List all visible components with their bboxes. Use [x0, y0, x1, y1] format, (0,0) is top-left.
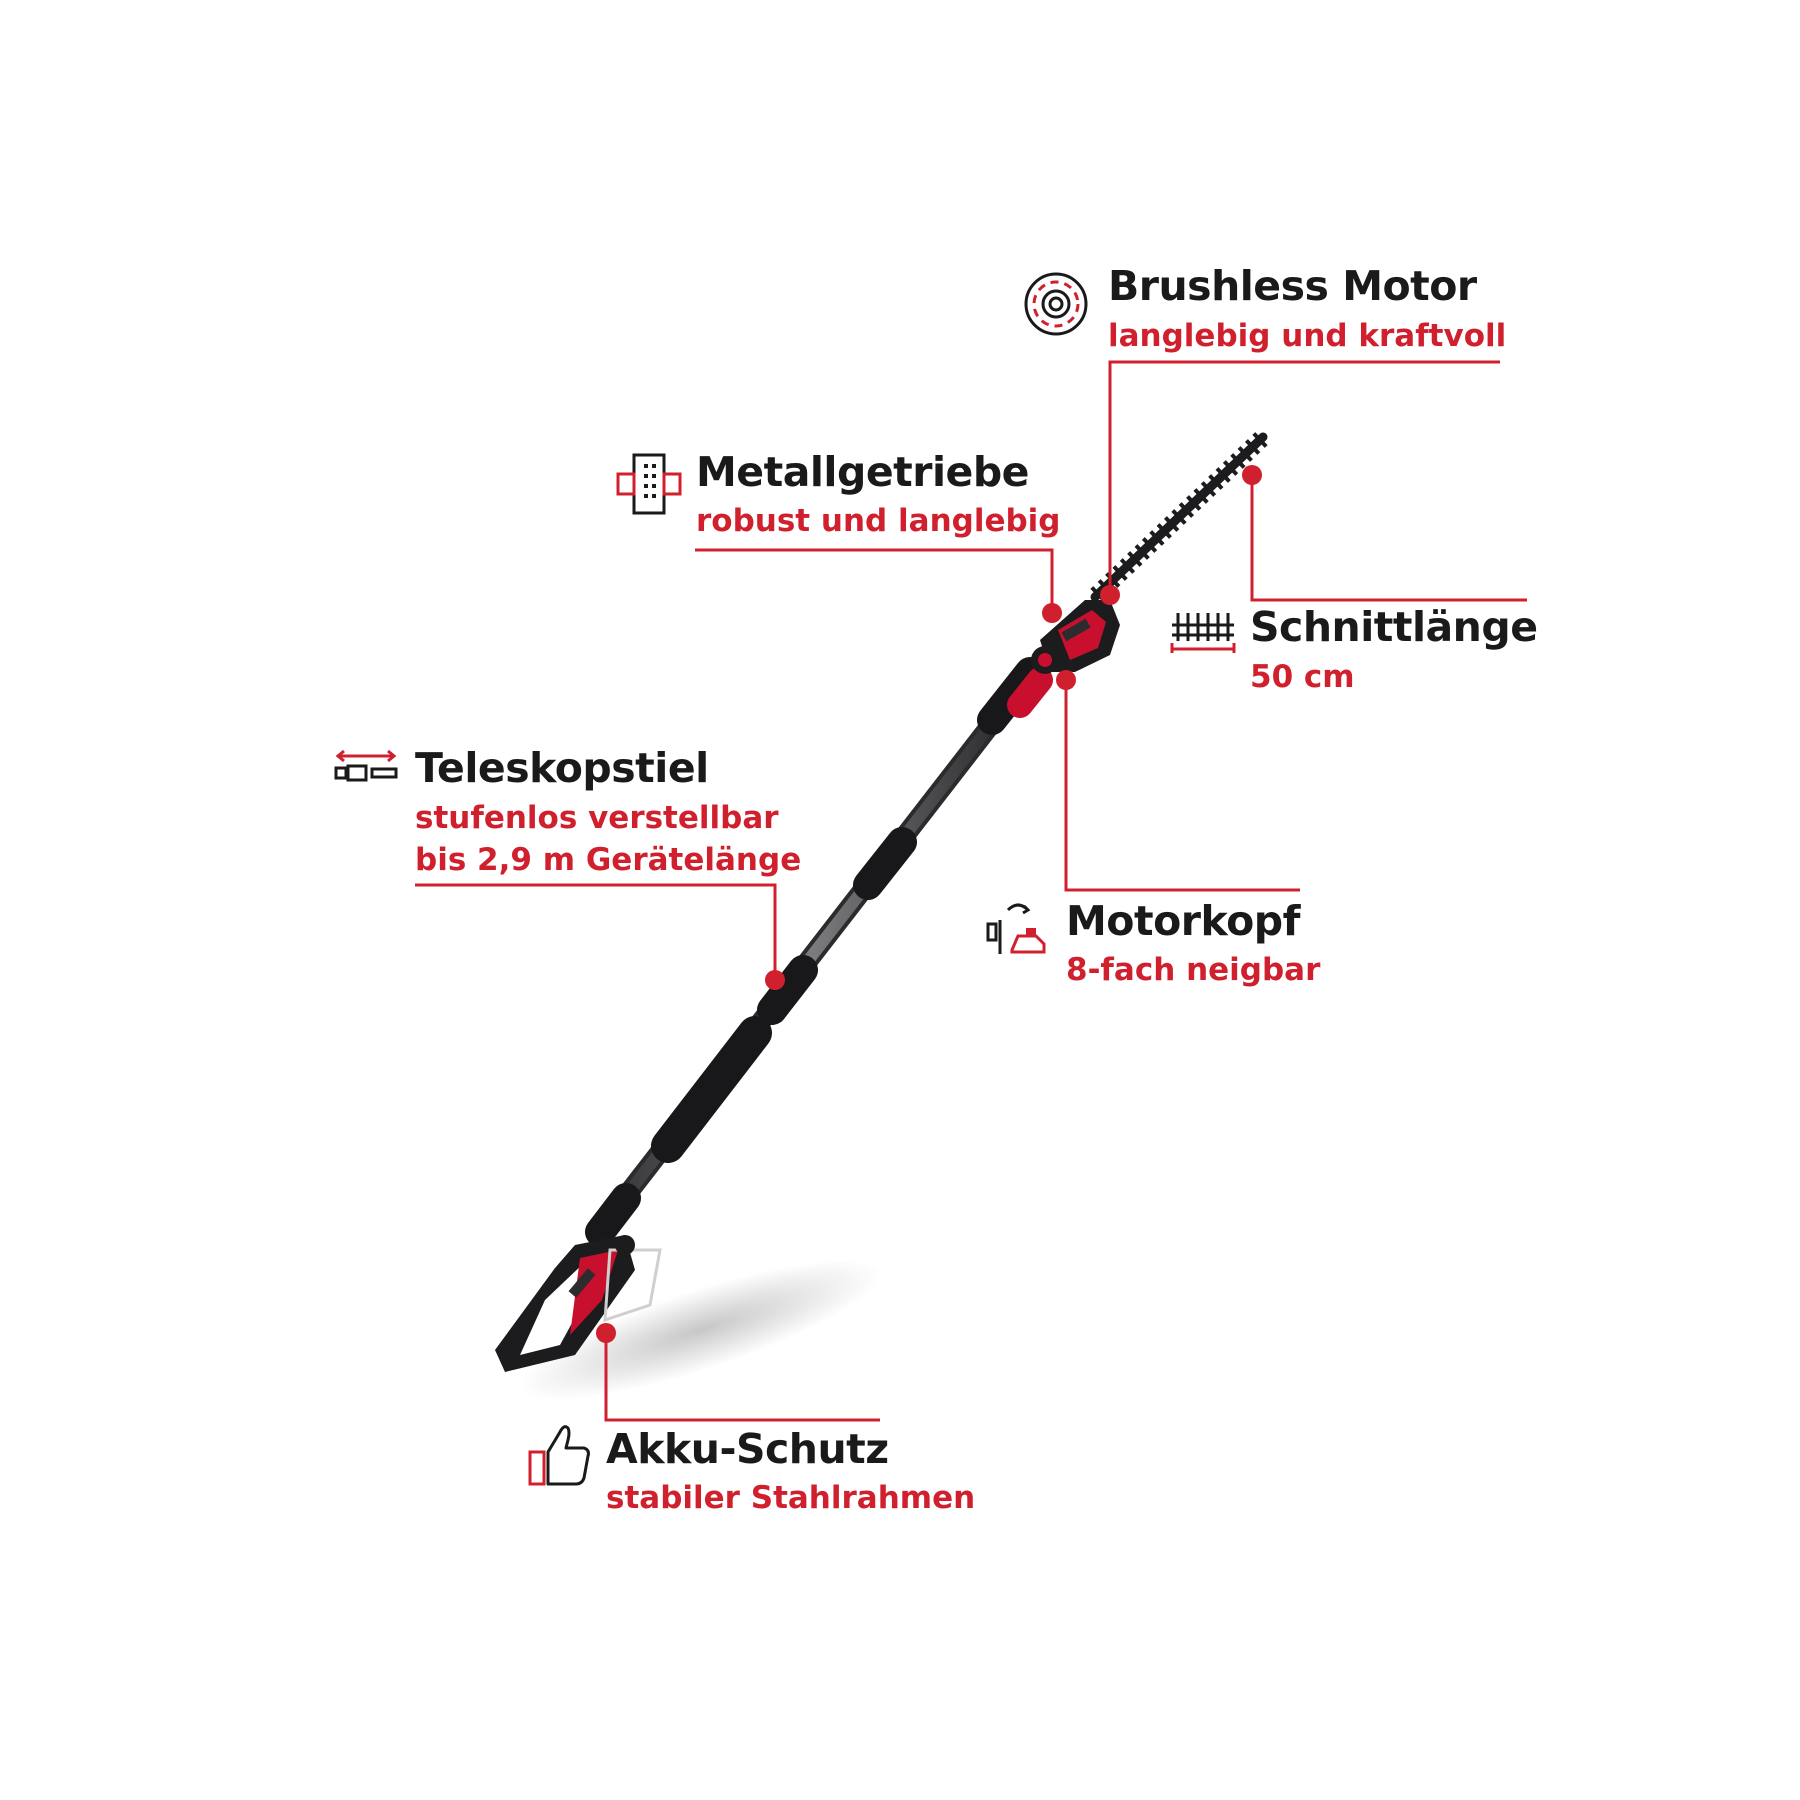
blade-tooth: [1171, 509, 1187, 525]
blade-tooth: [1149, 530, 1165, 546]
leader-teleskop: [415, 883, 777, 980]
blade-tooth: [1237, 446, 1253, 462]
thumbs-up-icon: [528, 1425, 590, 1486]
leader-brushless: [1108, 360, 1500, 595]
brushless-motor-icon: [1024, 272, 1088, 336]
blade-tooth: [1112, 565, 1128, 581]
leader-schnitt: [1250, 475, 1527, 602]
blade-tooth: [1230, 453, 1246, 469]
leader-akku: [604, 1333, 880, 1422]
blade-tooth: [1215, 467, 1231, 483]
teleskop-subtitle-2: bis 2,9 m Gerätelänge: [415, 842, 802, 878]
blade-tooth: [1193, 488, 1209, 504]
blade-length-icon: [1170, 613, 1236, 653]
blade-tooth: [1134, 544, 1150, 560]
blade-tooth: [1119, 558, 1136, 574]
leader-lines: [415, 360, 1527, 1422]
motor-head: [1031, 600, 1120, 674]
akku-title: Akku-Schutz: [606, 1425, 889, 1473]
teleskop-title: Teleskopstiel: [415, 744, 709, 792]
blade-tooth: [1178, 502, 1195, 518]
floor-shadow: [518, 1260, 882, 1400]
blade-tooth: [1163, 516, 1180, 532]
blade-tooth: [1141, 537, 1158, 553]
getriebe-subtitle: robust und langlebig: [696, 503, 1061, 539]
blade-tooth: [1156, 523, 1172, 539]
blade-tooth: [1127, 551, 1143, 567]
telescopic-icon: [334, 749, 398, 782]
blade-tooth: [1222, 460, 1239, 476]
schnitt-subtitle: 50 cm: [1250, 659, 1355, 695]
blade-tooth: [1244, 439, 1261, 455]
blade-tooth: [1252, 432, 1268, 448]
leader-dots: [596, 465, 1262, 1343]
blade-tooth: [1208, 474, 1224, 490]
gearbox-icon: [616, 453, 682, 515]
blade-tooth: [1200, 481, 1217, 497]
schnitt-title: Schnittlänge: [1250, 603, 1538, 651]
akku-subtitle: stabiler Stahlrahmen: [606, 1480, 976, 1516]
tilt-head-icon: [986, 903, 1046, 954]
brushless-subtitle: langlebig und kraftvoll: [1108, 318, 1507, 354]
leader-motorkopf: [1064, 680, 1300, 892]
rear-handle: [495, 1235, 662, 1372]
motorkopf-subtitle: 8-fach neigbar: [1066, 952, 1321, 988]
blade-tooth: [1186, 495, 1202, 511]
blade: [1090, 432, 1268, 602]
telescopic-pole: [585, 657, 1053, 1247]
teleskop-subtitle-1: stufenlos verstellbar: [415, 800, 779, 836]
leader-getriebe: [695, 548, 1054, 613]
getriebe-title: Metallgetriebe: [696, 448, 1029, 496]
motorkopf-title: Motorkopf: [1066, 897, 1300, 945]
brushless-title: Brushless Motor: [1108, 262, 1477, 310]
